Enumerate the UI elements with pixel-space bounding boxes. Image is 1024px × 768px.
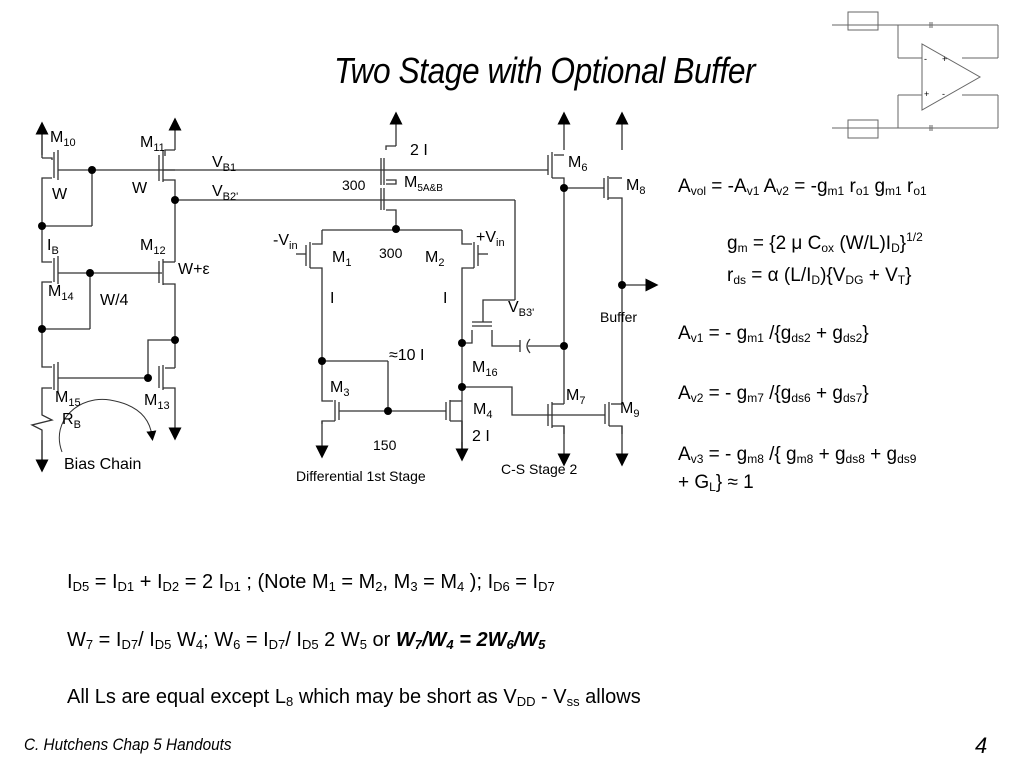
label-m34-current: ≈10 I bbox=[389, 347, 424, 364]
label-vb2: VB2' bbox=[212, 183, 238, 203]
label-i-right: I bbox=[443, 290, 447, 307]
label-m13: M13 bbox=[144, 392, 170, 412]
inset-plus-bottom: + bbox=[924, 89, 929, 99]
label-m2: M2 bbox=[425, 249, 444, 269]
label-w11: W bbox=[132, 180, 148, 197]
label-m1: M1 bbox=[332, 249, 351, 269]
label-m4: M4 bbox=[473, 401, 492, 421]
label-vb1: VB1 bbox=[212, 154, 236, 174]
label-bias-chain: Bias Chain bbox=[64, 456, 141, 473]
junction-dots bbox=[38, 166, 626, 415]
equation-av2: Av2 = - gm7 /{gds6 + gds7} bbox=[678, 383, 869, 405]
equation-av1: Av1 = - gm1 /{gds2 + gds2} bbox=[678, 323, 869, 345]
label-w12: W+ε bbox=[178, 261, 210, 278]
equation-gm: gm = {2 μ Cox (W/L)ID}1/2 bbox=[727, 230, 923, 255]
equation-rds: rds = α (L/ID){VDG + VT} bbox=[727, 265, 912, 287]
note-line-2-bold-result: W7/W4 = 2W6/W5 bbox=[395, 629, 546, 652]
label-m12: M12 bbox=[140, 237, 166, 257]
equation-av3: Av3 = - gm8 /{ gm8 + gds8 + gds9 bbox=[678, 444, 917, 466]
inset-minus-top: - bbox=[924, 54, 927, 64]
label-m3-width: 150 bbox=[373, 437, 397, 453]
label-m5-current: 2 I bbox=[410, 142, 428, 159]
label-m5-width: 300 bbox=[342, 177, 366, 193]
label-m6: M6 bbox=[568, 154, 587, 174]
label-w10: W bbox=[52, 186, 68, 203]
label-m4-current: 2 I bbox=[472, 428, 490, 445]
inset-minus-bottom: - bbox=[942, 89, 945, 99]
page-number: 4 bbox=[975, 733, 988, 758]
label-buffer: Buffer bbox=[600, 309, 637, 325]
label-vb3: VB3' bbox=[508, 299, 534, 319]
label-m9: M9 bbox=[620, 400, 639, 420]
label-m16: M16 bbox=[472, 359, 498, 379]
label-vin-pos: +Vin bbox=[476, 229, 505, 249]
label-vin-neg: -Vin bbox=[273, 232, 298, 252]
label-m15: M15 bbox=[55, 389, 81, 409]
label-m10: M10 bbox=[50, 129, 76, 149]
label-i-left: I bbox=[330, 290, 334, 307]
slide-title: Two Stage with Optional Buffer bbox=[334, 50, 756, 91]
label-m11: M11 bbox=[140, 134, 165, 154]
label-stage2: C-S Stage 2 bbox=[501, 461, 577, 477]
label-m8: M8 bbox=[626, 177, 645, 197]
label-m7: M7 bbox=[566, 387, 585, 407]
label-m3: M3 bbox=[330, 379, 349, 399]
label-m12-width: 300 bbox=[379, 245, 403, 261]
equation-av3-line2: + GL} ≈ 1 bbox=[678, 472, 754, 494]
footer-author: C. Hutchens Chap 5 Handouts bbox=[24, 735, 232, 754]
note-line-1: ID5 = ID1 + ID2 = 2 ID1 ; (Note M1 = M2,… bbox=[67, 571, 555, 594]
label-rb: RB bbox=[62, 411, 81, 431]
label-m14: M14 bbox=[48, 283, 74, 303]
note-line-2: W7 = ID7/ ID5 W4; W6 = ID7/ ID5 2 W5 or … bbox=[67, 629, 546, 652]
label-ib: IB bbox=[47, 237, 59, 257]
label-w14: W/4 bbox=[100, 292, 129, 309]
inset-plus-top: + bbox=[942, 54, 947, 64]
note-line-3: All Ls are equal except L8 which may be … bbox=[67, 686, 641, 709]
label-m5: M5A&B bbox=[404, 174, 443, 194]
label-stage1: Differential 1st Stage bbox=[296, 468, 426, 484]
equation-avol: Avol = -Av1 Av2 = -gm1 ro1 gm1 ro1 bbox=[678, 176, 927, 198]
